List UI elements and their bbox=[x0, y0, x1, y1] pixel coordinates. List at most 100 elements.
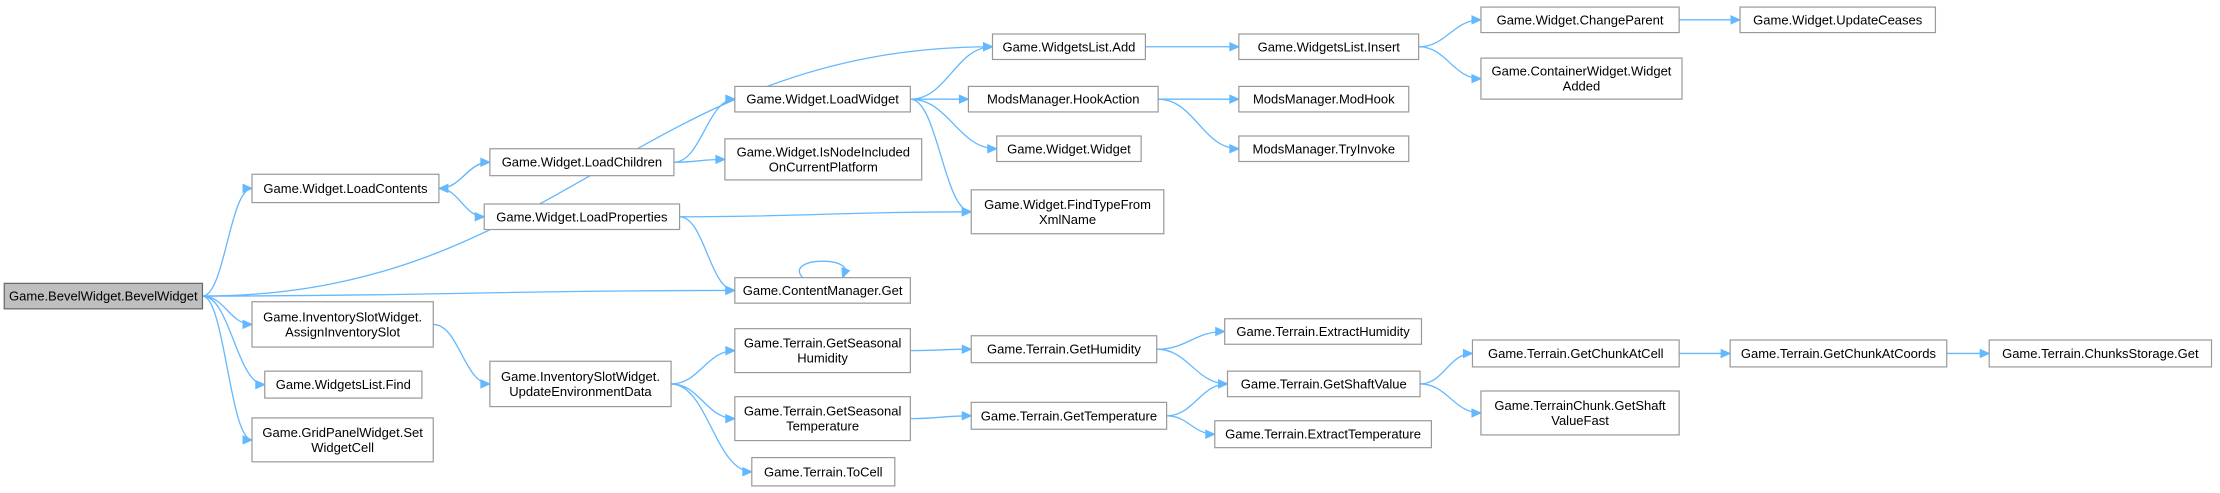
edge-getshaft-to-shaftfast bbox=[1420, 383, 1483, 418]
node-box bbox=[1988, 339, 2213, 368]
edge-arrowhead bbox=[725, 285, 737, 296]
node-updateceases[interactable]: Game.Widget.UpdateCeases bbox=[1739, 6, 1937, 34]
node-box bbox=[970, 189, 1165, 235]
node-getshaft[interactable]: Game.Terrain.GetShaftValue bbox=[1226, 370, 1421, 398]
node-label: Game.WidgetsList.Add bbox=[1002, 39, 1135, 54]
node-label: ValueFast bbox=[1551, 413, 1609, 428]
node-loadchildren[interactable]: Game.Widget.LoadChildren bbox=[489, 148, 675, 177]
node-find[interactable]: Game.WidgetsList.Find bbox=[264, 370, 423, 399]
node-box bbox=[483, 203, 681, 231]
node-box bbox=[734, 85, 911, 113]
edge-wlinsert-to-changeparent bbox=[1418, 15, 1483, 48]
node-gettemp[interactable]: Game.Terrain.GetTemperature bbox=[970, 401, 1168, 430]
edge-arrowhead bbox=[1462, 348, 1474, 359]
edge-arrowhead bbox=[1229, 41, 1241, 52]
node-assignslot[interactable]: Game.InventorySlotWidget.AssignInventory… bbox=[251, 301, 434, 348]
node-box bbox=[251, 417, 434, 463]
node-label: Game.Terrain.GetChunkAtCell bbox=[1488, 346, 1664, 361]
node-gethum[interactable]: Game.Terrain.GetHumidity bbox=[970, 335, 1158, 364]
edge-getshaft-to-chunkatcell bbox=[1420, 348, 1474, 385]
edge-loadwidget-to-hookaction bbox=[910, 94, 970, 104]
edge-updateenv-to-seasontemp bbox=[671, 383, 737, 424]
edge-line bbox=[1420, 352, 1473, 385]
node-label: Game.Widget.LoadContents bbox=[263, 181, 428, 196]
node-hookaction[interactable]: ModsManager.HookAction bbox=[967, 85, 1159, 113]
node-label: Game.Terrain.GetHumidity bbox=[987, 342, 1141, 357]
node-updateenv[interactable]: Game.InventorySlotWidget.UpdateEnvironme… bbox=[489, 360, 672, 408]
node-tryinvoke[interactable]: ModsManager.TryInvoke bbox=[1238, 135, 1410, 163]
node-label: Game.Widget.FindTypeFrom bbox=[984, 197, 1151, 212]
edge-arrowhead bbox=[715, 154, 727, 165]
node-label: Game.ContainerWidget.Widget bbox=[1492, 64, 1672, 79]
edge-arrowhead bbox=[961, 344, 973, 354]
edge-loadprops-to-findtype bbox=[679, 207, 973, 218]
edge-arrowhead bbox=[1229, 94, 1241, 104]
node-changeparent[interactable]: Game.Widget.ChangeParent bbox=[1480, 6, 1680, 34]
edge-line bbox=[798, 260, 847, 279]
edge-chunkatcell-to-chunkatcoords bbox=[1679, 348, 1732, 359]
edge-seasontemp-to-gettemp bbox=[910, 411, 973, 421]
edge-arrowhead bbox=[841, 267, 851, 279]
edge-arrowhead bbox=[725, 345, 737, 356]
node-chunkatcoords[interactable]: Game.Terrain.GetChunkAtCoords bbox=[1729, 339, 1948, 368]
node-contentget[interactable]: Game.ContentManager.Get bbox=[734, 277, 911, 304]
edge-line bbox=[433, 323, 490, 385]
node-extracttemp[interactable]: Game.Terrain.ExtractTemperature bbox=[1214, 420, 1432, 449]
edge-line bbox=[202, 295, 253, 326]
node-loadprops[interactable]: Game.Widget.LoadProperties bbox=[483, 203, 681, 231]
node-box bbox=[967, 85, 1159, 113]
node-chunksget[interactable]: Game.Terrain.ChunksStorage.Get bbox=[1988, 339, 2213, 368]
node-tocell[interactable]: Game.Terrain.ToCell bbox=[751, 456, 896, 487]
node-widgetctor[interactable]: Game.Widget.Widget bbox=[996, 135, 1142, 163]
node-box bbox=[1224, 318, 1423, 345]
node-loadwidget[interactable]: Game.Widget.LoadWidget bbox=[734, 85, 911, 113]
node-extracthum[interactable]: Game.Terrain.ExtractHumidity bbox=[1224, 318, 1423, 345]
node-modhook[interactable]: ModsManager.ModHook bbox=[1238, 85, 1410, 113]
node-label: OnCurrentPlatform bbox=[769, 159, 878, 174]
node-label: Game.Widget.LoadWidget bbox=[746, 92, 899, 107]
edge-line bbox=[438, 187, 485, 218]
node-wladd[interactable]: Game.WidgetsList.Add bbox=[991, 33, 1146, 61]
edge-hookaction-to-modhook bbox=[1158, 94, 1241, 104]
node-chunkatcell[interactable]: Game.Terrain.GetChunkAtCell bbox=[1471, 339, 1680, 368]
edge-line bbox=[1158, 98, 1239, 150]
edge-line bbox=[1156, 348, 1228, 385]
node-label: Game.Terrain.ExtractTemperature bbox=[1225, 427, 1421, 442]
node-box bbox=[251, 301, 434, 348]
node-box bbox=[1238, 85, 1410, 113]
node-box bbox=[751, 456, 896, 487]
edge-loadwidget-to-wladd bbox=[910, 41, 994, 100]
node-label: Game.Terrain.GetTemperature bbox=[981, 408, 1157, 423]
node-bevel[interactable]: Game.BevelWidget.BevelWidget bbox=[3, 282, 204, 310]
edge-arrowhead bbox=[1471, 408, 1483, 418]
node-box bbox=[489, 360, 672, 408]
node-wlinsert[interactable]: Game.WidgetsList.Insert bbox=[1238, 33, 1420, 61]
node-loadcontents[interactable]: Game.Widget.LoadContents bbox=[251, 173, 440, 204]
node-label: Game.WidgetsList.Insert bbox=[1258, 39, 1401, 54]
node-box bbox=[970, 335, 1158, 364]
edge-loadchildren-to-loadwidget bbox=[673, 94, 737, 163]
node-box bbox=[991, 33, 1146, 61]
edges-layer bbox=[202, 15, 1991, 477]
edge-changeparent-to-updateceases bbox=[1679, 15, 1742, 25]
edge-line bbox=[910, 46, 993, 100]
edge-assignslot-to-updateenv bbox=[433, 323, 492, 389]
edge-arrowhead bbox=[1471, 15, 1483, 25]
node-box bbox=[1238, 33, 1420, 61]
node-isnode[interactable]: Game.Widget.IsNodeIncludedOnCurrentPlatf… bbox=[724, 138, 923, 181]
edge-seasonhum-to-gethum bbox=[910, 344, 973, 354]
edge-bevel-to-gridset bbox=[202, 295, 254, 445]
edge-arrowhead bbox=[255, 379, 266, 390]
edge-bevel-to-loadcontents bbox=[202, 183, 254, 297]
node-box bbox=[1471, 339, 1680, 368]
node-label: Game.Terrain.ChunksStorage.Get bbox=[2002, 346, 2199, 361]
node-box bbox=[734, 328, 911, 374]
node-label: Game.Widget.UpdateCeases bbox=[1753, 12, 1923, 27]
edge-gethum-to-extracthum bbox=[1156, 326, 1226, 350]
